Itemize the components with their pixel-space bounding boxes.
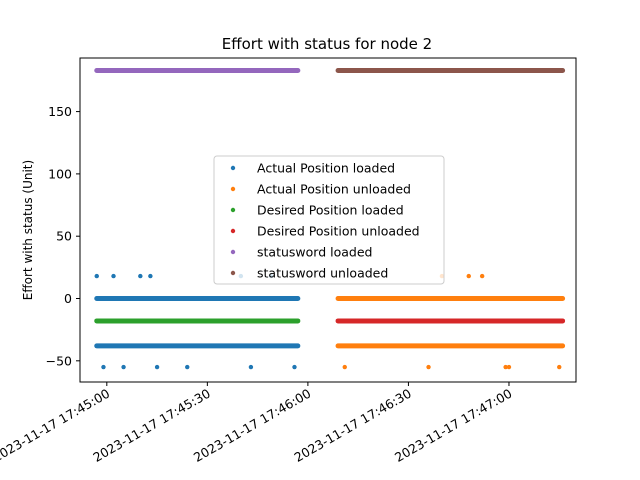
y-tick-label-3: 100 bbox=[48, 166, 72, 181]
legend-marker-4 bbox=[230, 249, 236, 255]
legend-marker-1 bbox=[230, 186, 236, 192]
series-0-point-10 bbox=[248, 364, 254, 370]
legend-label-1: Actual Position unloaded bbox=[257, 182, 411, 197]
series-1-point-1 bbox=[466, 273, 471, 279]
legend-marker-3 bbox=[230, 228, 236, 234]
series-1-point-4 bbox=[426, 364, 431, 370]
y-tick-label-4: 150 bbox=[48, 104, 72, 119]
series-0-point-2 bbox=[138, 273, 143, 279]
plot-frame bbox=[79, 57, 577, 383]
legend-label-0: Actual Position loaded bbox=[257, 161, 395, 176]
legend-label-5: statusword unloaded bbox=[257, 266, 388, 281]
y-axis-label: Effort with status (Unit) bbox=[21, 160, 35, 300]
series-0-point-9 bbox=[185, 364, 190, 370]
series-1-point-7 bbox=[557, 364, 562, 370]
legend-label-2: Desired Position loaded bbox=[257, 203, 404, 218]
legend-marker-0 bbox=[230, 165, 236, 171]
y-axis: −50 0 50 100 150 bbox=[46, 104, 80, 368]
legend-label-3: Desired Position unloaded bbox=[257, 224, 420, 239]
legend-marker-2 bbox=[230, 207, 236, 213]
series-1 bbox=[335, 273, 566, 370]
series-0-point-0 bbox=[94, 273, 99, 279]
y-tick-label-1: 0 bbox=[64, 291, 72, 306]
legend-marker-5 bbox=[230, 270, 236, 276]
series-0-point-7 bbox=[121, 364, 126, 370]
series-1-point-5 bbox=[503, 364, 508, 370]
series-1-point-3 bbox=[342, 364, 347, 370]
series-0-point-1 bbox=[111, 273, 116, 279]
legend-label-4: statusword loaded bbox=[257, 245, 372, 260]
chart-title: Effort with status for node 2 bbox=[222, 35, 432, 53]
legend-frame bbox=[213, 155, 445, 285]
series-0-point-6 bbox=[101, 364, 106, 370]
series-0-point-8 bbox=[154, 364, 160, 370]
series-0-point-11 bbox=[292, 364, 297, 370]
series-0-point-3 bbox=[148, 273, 153, 279]
series-1-point-6 bbox=[506, 364, 512, 370]
y-tick-label-2: 50 bbox=[56, 229, 72, 244]
series-1-point-2 bbox=[479, 273, 485, 279]
y-tick-label-0: −50 bbox=[46, 353, 72, 368]
